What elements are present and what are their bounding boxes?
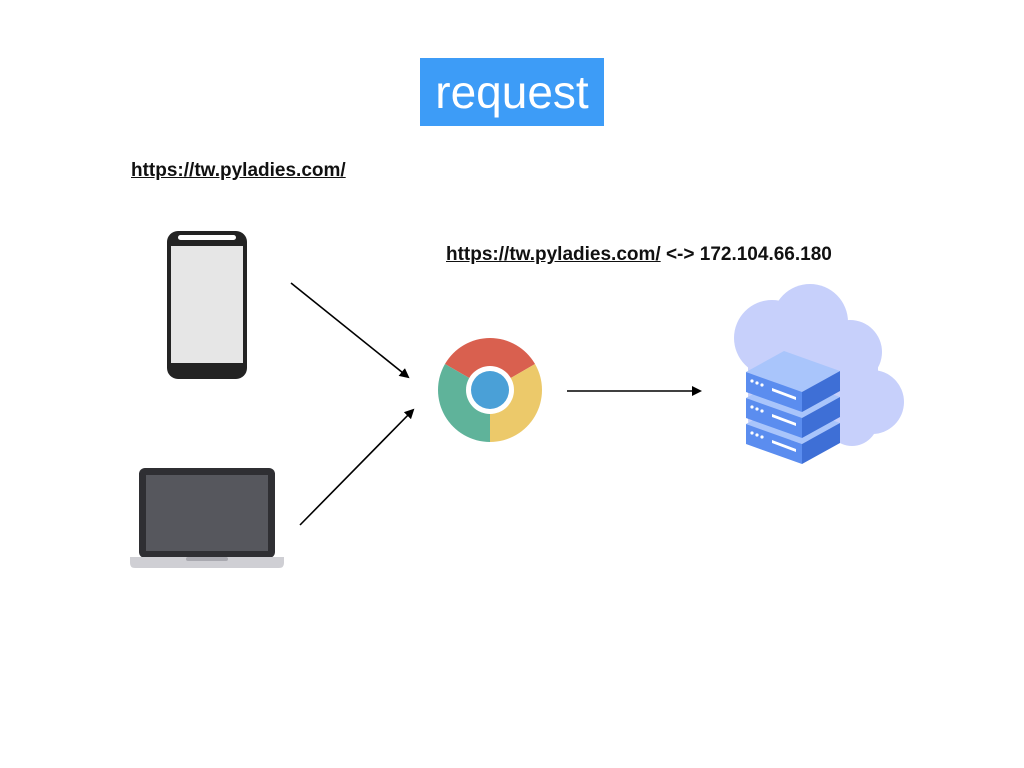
smartphone-icon (167, 231, 247, 379)
laptop-to-browser-arrow (299, 408, 415, 526)
dns-ip-address: 172.104.66.180 (699, 244, 832, 265)
chrome-browser-icon (438, 338, 542, 442)
client-url-link[interactable]: https://tw.pyladies.com/ (131, 160, 346, 181)
dns-separator: <-> (665, 244, 695, 265)
cloud-server-icon (734, 284, 904, 464)
dns-mapping: https://tw.pyladies.com/ <-> 172.104.66.… (446, 244, 832, 266)
title-label: request (420, 58, 604, 126)
laptop-icon (130, 468, 284, 568)
phone-to-browser-arrow (290, 282, 410, 379)
dns-url-link[interactable]: https://tw.pyladies.com/ (446, 244, 661, 265)
